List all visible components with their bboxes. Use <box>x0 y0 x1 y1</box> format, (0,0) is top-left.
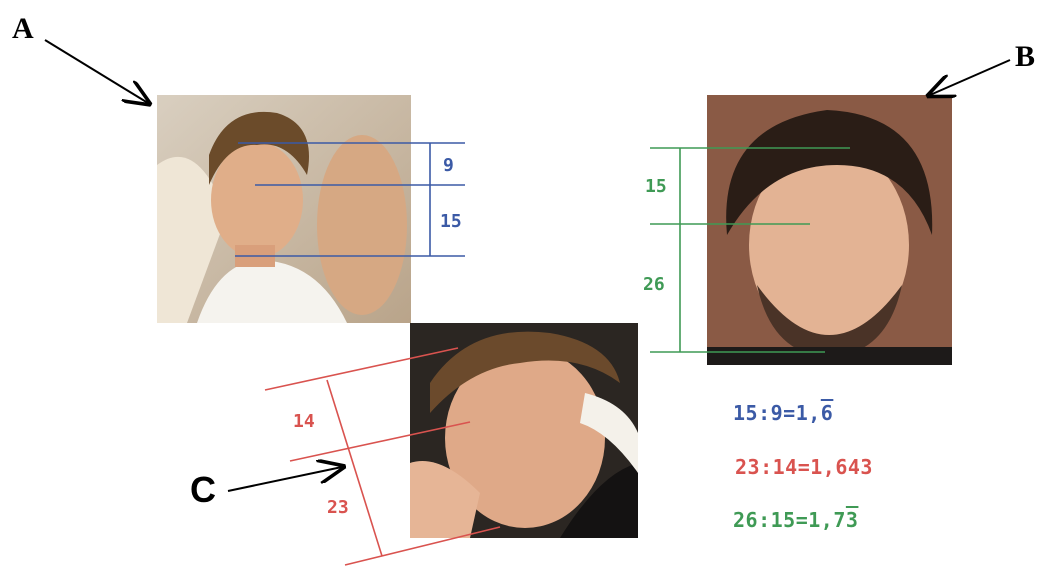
face-b-lines <box>650 148 850 352</box>
label-c: C <box>190 472 216 508</box>
face-a-upper-value: 9 <box>443 157 454 175</box>
equation-blue: 15:9=1,6 <box>733 403 833 423</box>
equation-green-repeat: 3 <box>846 508 859 532</box>
arrow-a <box>45 40 148 103</box>
equation-blue-prefix: 15:9=1, <box>733 401 821 425</box>
face-a-lines <box>235 143 465 256</box>
equation-green: 26:15=1,73 <box>733 510 858 530</box>
face-b-lower-value: 26 <box>643 276 665 294</box>
face-a-lower-value: 15 <box>440 213 462 231</box>
label-a: A <box>12 14 34 44</box>
face-c-lines <box>265 348 500 565</box>
label-b: B <box>1015 42 1035 72</box>
arrow-b <box>930 60 1010 95</box>
face-c-lower-value: 23 <box>327 499 349 517</box>
equation-red: 23:14=1,643 <box>735 457 873 477</box>
arrow-c <box>228 467 342 491</box>
face-b-upper-value: 15 <box>645 178 667 196</box>
equation-green-prefix: 26:15=1,7 <box>733 508 846 532</box>
face-c-upper-value: 14 <box>293 413 315 431</box>
equation-blue-repeat: 6 <box>821 401 834 425</box>
